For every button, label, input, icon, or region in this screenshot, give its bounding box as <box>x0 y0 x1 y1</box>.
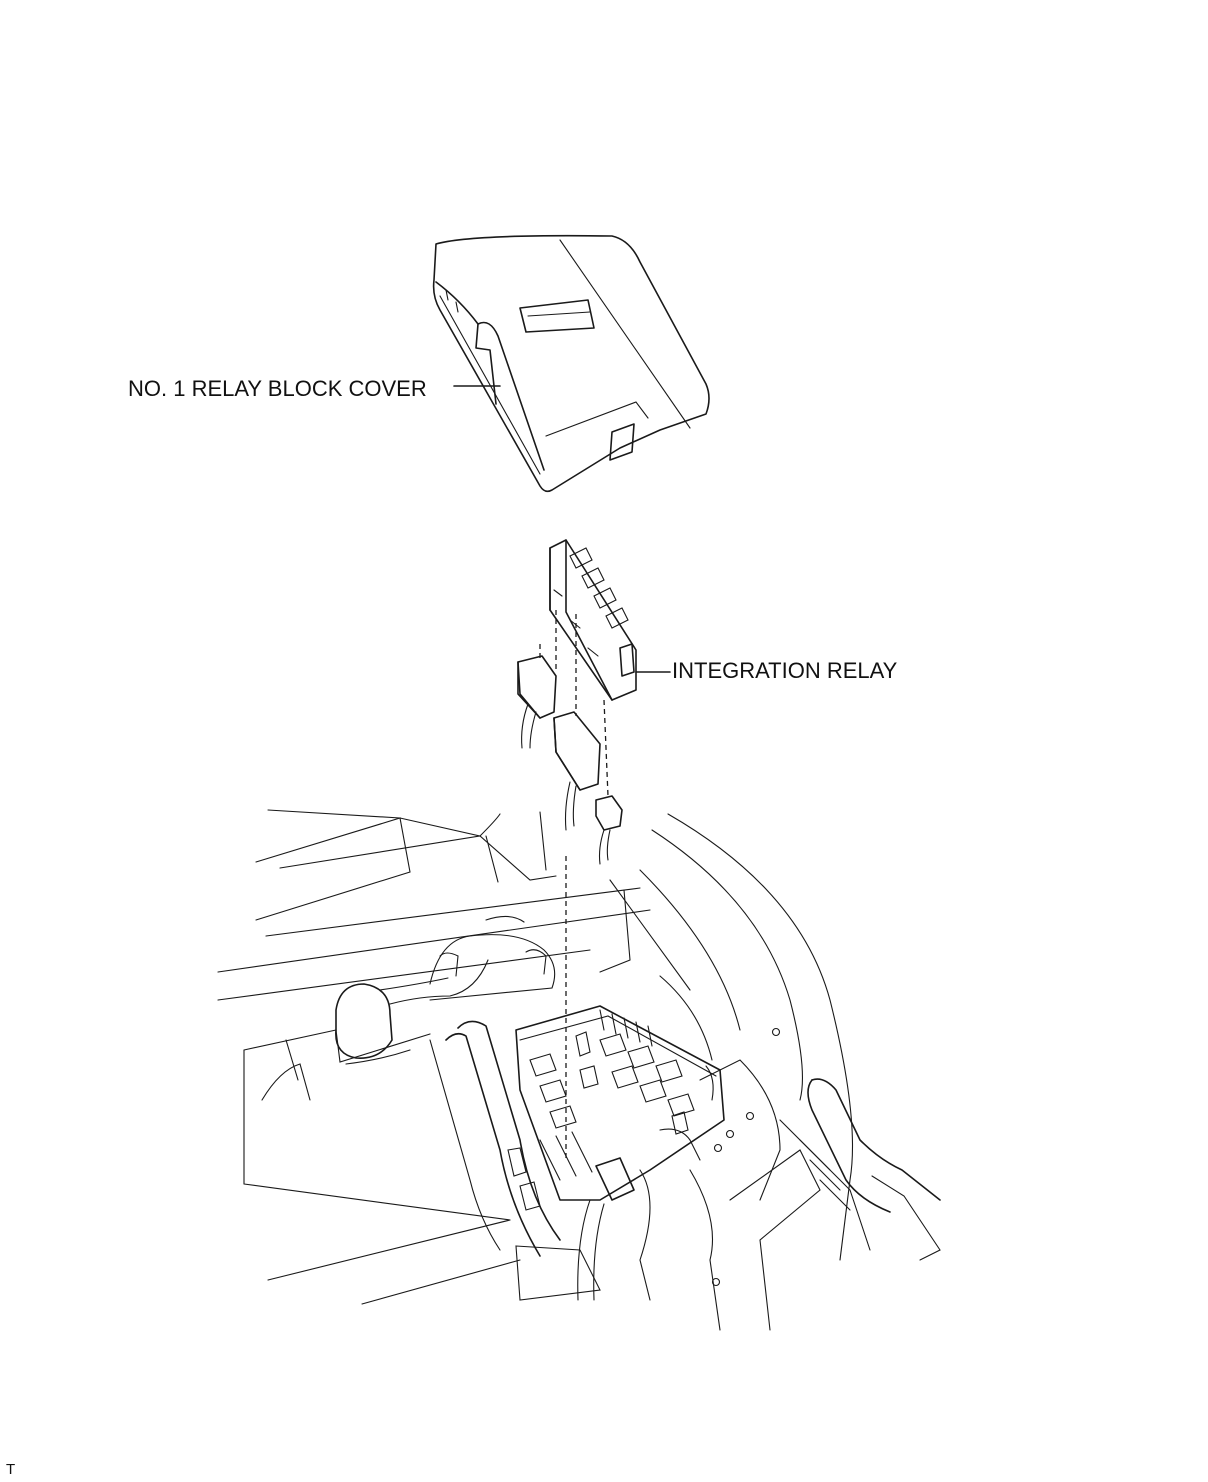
corner-mark: T <box>6 1461 16 1478</box>
connector-drawings <box>517 655 623 865</box>
relay-block-cover-drawing <box>432 234 710 493</box>
integration-relay-drawing <box>549 539 671 701</box>
alignment-guide-lines <box>539 610 609 1160</box>
integration-relay-label: INTEGRATION RELAY <box>672 658 898 683</box>
engine-compartment-drawing <box>217 809 941 1331</box>
relay-block-cover-label: NO. 1 RELAY BLOCK COVER <box>128 376 427 401</box>
